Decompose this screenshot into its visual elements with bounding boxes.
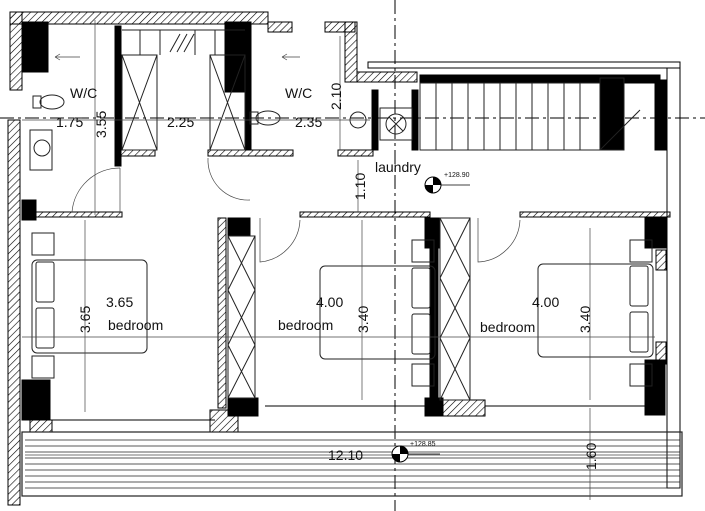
dim-corridor-width: 2.25 [167, 114, 194, 130]
dimension-labels: 1.75 3.55 2.25 2.35 2.10 1.10 3.65 3.65 … [56, 83, 599, 470]
toilet-icon [32, 94, 281, 126]
exterior-walls [7, 11, 681, 506]
dim-bedroom-2-width: 4.00 [316, 294, 343, 310]
room-label-bedroom-1: bedroom [108, 317, 163, 333]
room-label-wc-right: W/C [285, 85, 312, 101]
dim-bedroom-2-depth: 3.40 [355, 306, 371, 333]
dimension-lines [22, 20, 680, 500]
dim-bedroom-1-width: 3.65 [106, 294, 133, 310]
interior-walls [21, 25, 671, 433]
room-label-wc-left: W/C [70, 85, 97, 101]
level-marker-icon [391, 176, 470, 463]
dim-balcony-depth: 1.60 [583, 443, 599, 470]
room-label-bedroom-2: bedroom [278, 317, 333, 333]
level-balcony: +128.85 [410, 441, 436, 448]
room-label-laundry: laundry [375, 159, 421, 175]
dim-laundry-depth: 1.10 [352, 173, 368, 200]
door-swing-icon [54, 53, 521, 263]
dim-bedroom-3-depth: 3.40 [577, 306, 593, 333]
dim-wc-right-depth: 2.10 [328, 83, 344, 110]
dim-balcony-length: 12.10 [328, 447, 363, 463]
washing-machine-icon [379, 107, 413, 141]
dim-wc-left-width: 1.75 [56, 114, 83, 130]
dim-wc-left-depth: 3.55 [93, 111, 109, 138]
dim-bedroom-1-depth: 3.65 [77, 306, 93, 333]
room-label-bedroom-3: bedroom [480, 319, 535, 335]
stair-icon [419, 77, 641, 151]
wardrobe-icon [121, 29, 471, 401]
bed-icon [31, 232, 654, 387]
level-floor: +128.90 [444, 172, 470, 179]
balcony-decking [21, 431, 683, 497]
dim-bedroom-3-width: 4.00 [532, 294, 559, 310]
dim-wc-right-width: 2.35 [295, 114, 322, 130]
